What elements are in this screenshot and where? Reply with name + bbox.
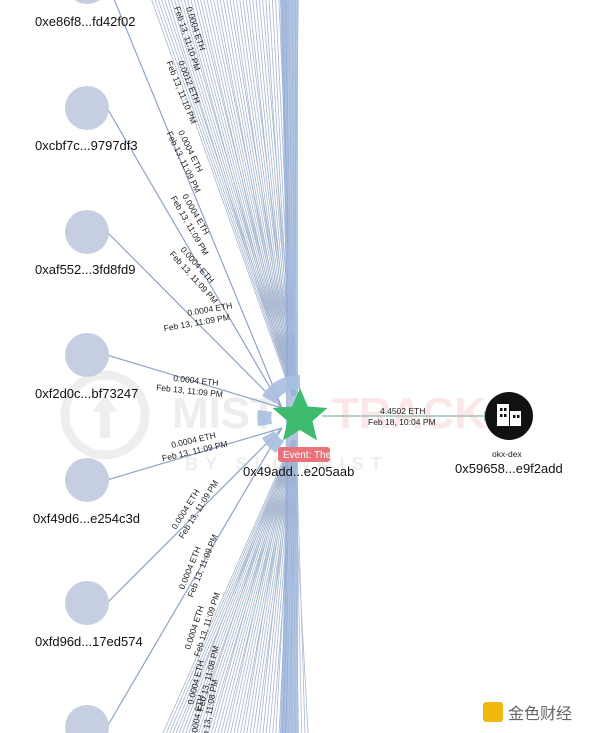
address-edge[interactable] — [106, 231, 283, 409]
node-address: 0xe86f8...fd42f02 — [35, 14, 135, 29]
watermark-brand-right: TRACK — [332, 389, 486, 438]
event-tag — [278, 447, 330, 462]
node-circle[interactable] — [65, 458, 109, 502]
edge-label: 0.0004 ETH Feb 13, 11:09 PM — [168, 245, 220, 306]
center-node-ring — [257, 410, 272, 426]
address-edge[interactable] — [106, 107, 283, 409]
center-node-ring — [262, 431, 284, 453]
watermark-ring-icon — [60, 370, 150, 460]
exchange-name: okx-dex — [492, 449, 523, 459]
incoming-edge — [187, 0, 294, 397]
address-node[interactable]: 0xcbf7c...9797df3 — [35, 86, 138, 153]
exchange-node[interactable]: okx-dex 0x59658...e9f2add — [455, 392, 563, 476]
node-address: 0xf2d0c...bf73247 — [35, 386, 138, 401]
logo-icon — [483, 702, 503, 722]
incoming-edge — [243, 439, 293, 733]
incoming-edge — [249, 0, 293, 397]
incoming-edge — [236, 0, 294, 397]
incoming-edge — [200, 0, 293, 397]
address-edge[interactable] — [107, 0, 283, 409]
node-address: 0xfd96d...17ed574 — [35, 634, 143, 649]
incoming-edge — [214, 439, 294, 733]
incoming-edge — [182, 439, 294, 733]
incoming-edge — [198, 439, 294, 733]
logo-text: 金色财经 — [508, 704, 572, 723]
incoming-edge — [232, 0, 293, 397]
theft-star-icon[interactable] — [272, 388, 328, 441]
address-node[interactable] — [65, 705, 109, 733]
incoming-edge — [227, 439, 293, 733]
node-circle[interactable] — [65, 86, 109, 130]
incoming-edge — [162, 439, 293, 733]
center-node-address: 0x49add...e205aab — [243, 464, 354, 479]
incoming-edge — [216, 0, 293, 397]
node-circle[interactable] — [65, 581, 109, 625]
node-address: 0xf49d6...e254c3d — [33, 511, 140, 526]
incoming-edge — [165, 439, 294, 733]
edge-label: 0.0004 ETH Feb 13, 11:09 PM — [169, 192, 212, 257]
node-circle[interactable] — [65, 210, 109, 254]
left-node-group: 0xe86f8...fd42f02 0xcbf7c...9797df3 0xaf… — [33, 0, 143, 733]
event-tag-text: Event: Theft — [283, 450, 337, 461]
edge-label: 0.0004 ETH Feb 13, 11:09 PM — [169, 478, 220, 540]
edge-label: 0.0004 ETH Feb 13, 11:09 PM — [165, 128, 206, 194]
node-circle[interactable] — [65, 333, 109, 377]
watermark-sub: BY SLOWMIST — [185, 454, 389, 474]
address-node[interactable]: 0xf2d0c...bf73247 — [35, 333, 138, 401]
edge-bundle — [280, 0, 298, 733]
incoming-edge — [170, 0, 294, 397]
incoming-edge — [211, 439, 293, 733]
exchange-edge-amount: 4.4502 ETH — [380, 406, 425, 416]
incoming-edge — [167, 0, 293, 397]
incoming-edge — [203, 0, 294, 397]
incoming-edge — [246, 439, 294, 733]
exchange-address: 0x59658...e9f2add — [455, 461, 563, 476]
watermark: MIST TRACK BY SLOWMIST — [60, 370, 486, 474]
address-edge[interactable] — [106, 427, 283, 481]
address-node[interactable]: 0xe86f8...fd42f02 — [35, 0, 135, 29]
edge-label: 0.0004 ETH Feb 13, 11:09 PM — [163, 300, 233, 333]
center-node-ring — [262, 374, 300, 403]
incoming-edge — [183, 0, 293, 397]
edge-label: 0.0004 ETH Feb 13, 11:09 PM — [156, 373, 224, 399]
incoming-edge — [219, 0, 294, 397]
svg-text:0.0004 ETH: 0.0004 ETH — [173, 373, 219, 388]
address-edge[interactable] — [106, 427, 283, 728]
building-icon — [497, 404, 521, 426]
address-edge[interactable] — [106, 354, 283, 409]
incoming-edge — [194, 439, 293, 733]
node-circle[interactable] — [65, 0, 109, 4]
node-address: 0xaf552...3fd8fd9 — [35, 262, 135, 277]
incoming-edge — [151, 0, 293, 397]
left-edges — [106, 0, 283, 728]
node-address: 0xcbf7c...9797df3 — [35, 138, 138, 153]
incoming-edge — [178, 439, 293, 733]
address-node[interactable]: 0xaf552...3fd8fd9 — [35, 210, 135, 277]
watermark-arrow-icon — [92, 395, 118, 438]
exchange-edge-time: Feb 18, 10:04 PM — [368, 417, 436, 427]
address-node[interactable]: 0xfd96d...17ed574 — [35, 581, 143, 649]
incoming-edge — [230, 439, 294, 733]
incoming-edge-fan — [151, 0, 309, 733]
center-node[interactable]: Event: Theft 0x49add...e205aab — [243, 374, 354, 479]
node-circle[interactable] — [65, 705, 109, 733]
corner-logo: 金色财经 — [478, 697, 596, 729]
address-node[interactable]: 0xf49d6...e254c3d — [33, 458, 140, 526]
incoming-edge — [154, 0, 294, 397]
address-edge[interactable] — [106, 427, 283, 604]
